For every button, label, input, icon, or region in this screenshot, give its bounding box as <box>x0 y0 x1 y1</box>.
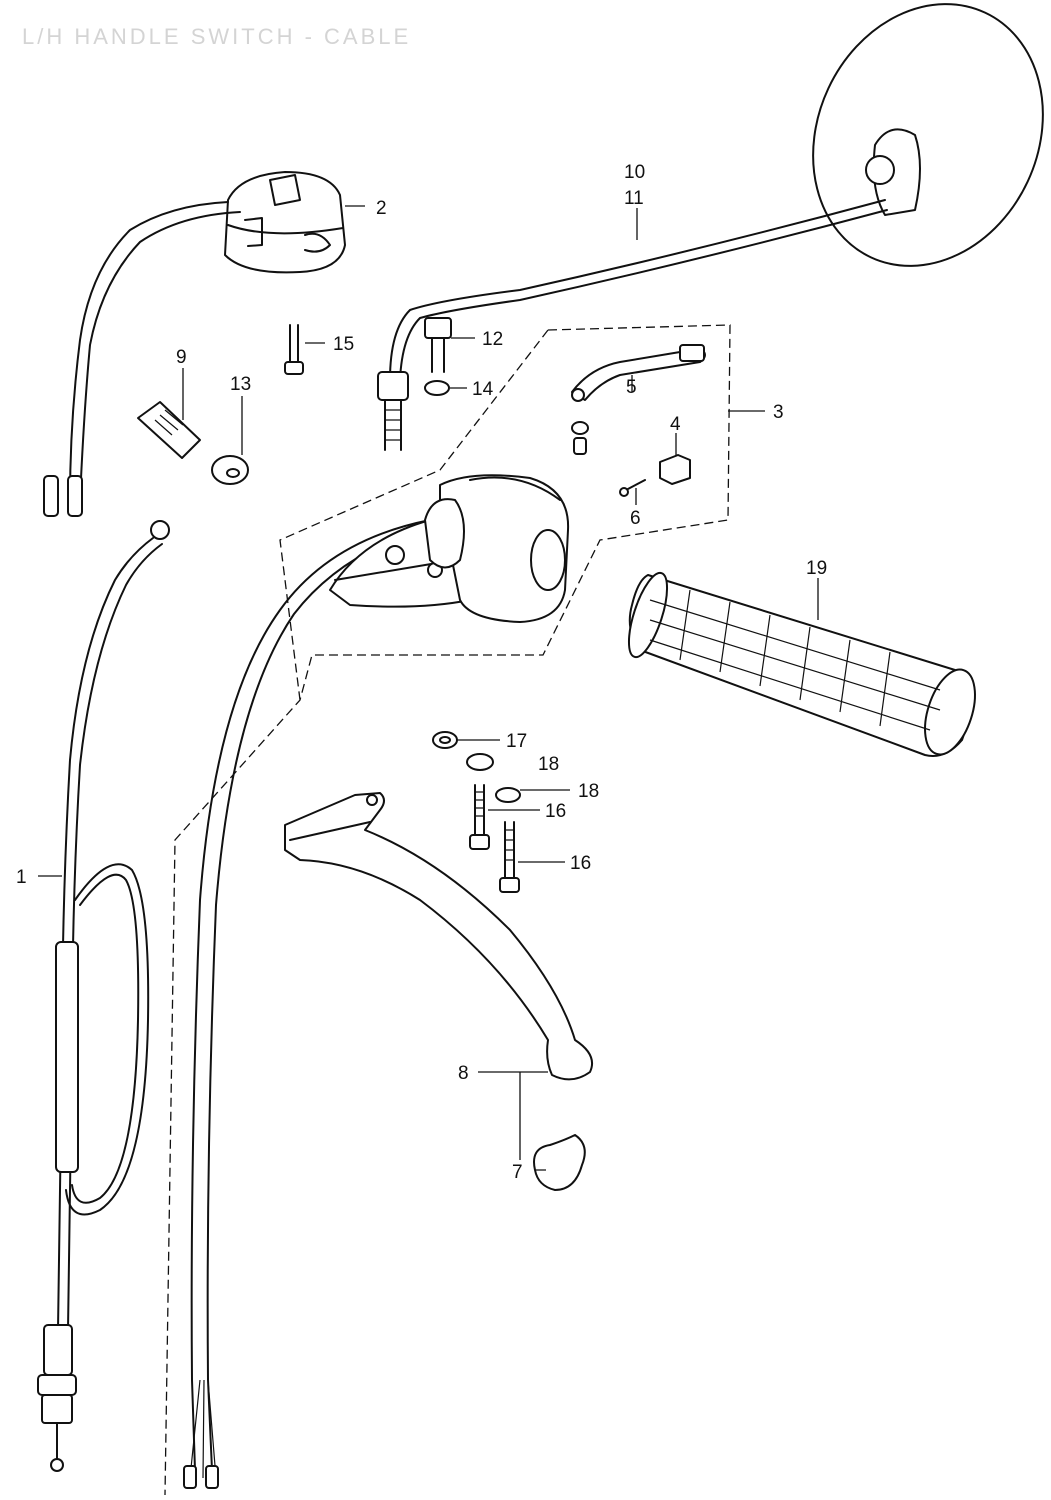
part-9-adjuster <box>137 401 201 459</box>
switch-harness-cable <box>183 519 441 1489</box>
part-1-clutch-cable <box>37 520 170 1472</box>
callout-5: 5 <box>626 377 637 398</box>
part-18-washer-a <box>466 753 494 771</box>
part-7-lever-tip <box>533 1134 586 1191</box>
lever-bracket-assembly <box>329 474 570 623</box>
callout-1: 1 <box>16 867 27 888</box>
part-18-washer-b <box>495 787 521 803</box>
callout-16-a: 16 <box>545 801 566 822</box>
part-16-bolt-b <box>499 821 520 893</box>
callout-12: 12 <box>482 329 503 350</box>
part-14-washer <box>424 380 450 396</box>
callout-18-a: 18 <box>538 754 559 775</box>
assembly-group-outline <box>164 324 731 1496</box>
part-13-locknut <box>211 455 249 485</box>
callout-9: 9 <box>176 347 187 368</box>
callout-19: 19 <box>806 558 827 579</box>
callout-8: 8 <box>458 1063 469 1084</box>
part-10-11-mirror <box>377 3 1044 451</box>
part-6-screw <box>619 479 646 497</box>
leader-lines <box>38 205 819 1171</box>
callout-17: 17 <box>506 731 527 752</box>
callout-6: 6 <box>630 508 641 529</box>
callout-15: 15 <box>333 334 354 355</box>
callout-13: 13 <box>230 374 251 395</box>
small-fastener <box>571 421 589 455</box>
callout-10: 10 <box>624 162 645 183</box>
part-8-clutch-lever <box>284 792 594 1081</box>
callout-14: 14 <box>472 379 494 400</box>
callout-2: 2 <box>376 198 387 219</box>
part-12-bolt <box>424 317 452 373</box>
part-15-screw <box>284 324 304 375</box>
part-17-nut <box>432 731 458 749</box>
diagram-title: L/H HANDLE SWITCH - CABLE <box>22 24 412 49</box>
callout-16-b: 16 <box>570 853 591 874</box>
callout-7: 7 <box>512 1162 523 1183</box>
callout-3: 3 <box>773 402 784 423</box>
callout-11: 11 <box>624 188 644 209</box>
part-4-switch-pad <box>659 454 691 485</box>
part-5-stay <box>571 344 706 402</box>
part-2-switch-housing <box>43 171 346 517</box>
callout-18-b: 18 <box>578 781 599 802</box>
part-19-grip <box>627 571 976 757</box>
part-16-bolt-a <box>469 784 490 850</box>
callout-4: 4 <box>670 414 681 435</box>
